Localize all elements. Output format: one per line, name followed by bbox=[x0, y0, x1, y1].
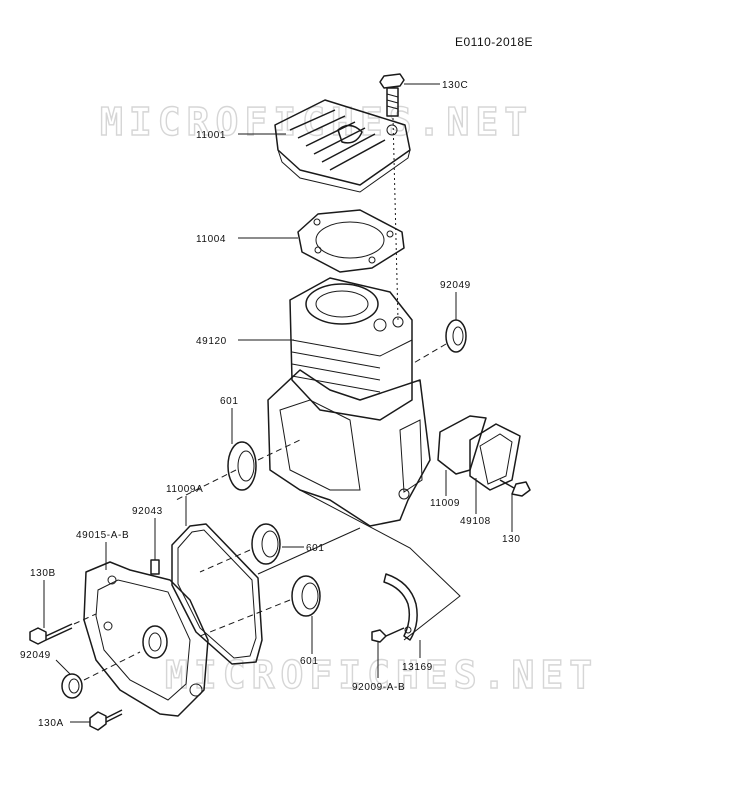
label-49108: 49108 bbox=[460, 516, 491, 527]
label-130b: 130B bbox=[30, 568, 56, 579]
assembly-reference-line bbox=[299, 489, 461, 641]
plate-part bbox=[383, 573, 418, 641]
label-92049-upper: 92049 bbox=[440, 280, 471, 291]
cylinder-head-part bbox=[274, 99, 411, 193]
label-13169: 13169 bbox=[402, 662, 433, 673]
bearing-axis-mid bbox=[199, 549, 251, 573]
label-49120: 49120 bbox=[196, 336, 227, 347]
seal-axis-lower bbox=[83, 651, 141, 681]
label-11004: 11004 bbox=[196, 234, 226, 245]
drawing-code: E0110-2018E bbox=[455, 35, 533, 49]
bearing-upper-part bbox=[227, 441, 257, 491]
label-11009: 11009 bbox=[430, 498, 460, 509]
cylinder-block-part bbox=[267, 277, 431, 527]
label-92049-lower: 92049 bbox=[20, 650, 51, 661]
oil-seal-lower-part bbox=[61, 673, 83, 699]
bolt-axis-line bbox=[392, 117, 399, 321]
bolt-130-part bbox=[499, 479, 531, 497]
label-11001: 11001 bbox=[196, 130, 226, 141]
dowel-pin-part bbox=[150, 559, 160, 575]
bearing-axis-lower bbox=[199, 599, 291, 637]
bolt-130a-part bbox=[89, 709, 123, 731]
bolt-92009-part bbox=[371, 627, 405, 643]
label-92009: 92009-A-B bbox=[352, 682, 405, 693]
label-92043: 92043 bbox=[132, 506, 163, 517]
bearing-lower-part bbox=[291, 575, 321, 617]
oil-seal-upper-part bbox=[445, 319, 467, 353]
label-601-lower: 601 bbox=[300, 656, 319, 667]
bearing-mid-part bbox=[251, 523, 281, 565]
assembly-reference-line-2 bbox=[257, 527, 361, 575]
watermark-bottom: MICROFICHES.NET bbox=[165, 653, 598, 697]
label-130: 130 bbox=[502, 534, 521, 545]
cover-gasket-part bbox=[437, 415, 487, 475]
label-49015: 49015-A-B bbox=[76, 530, 129, 541]
watermark-top: MICROFICHES.NET bbox=[100, 100, 533, 144]
label-11009a: 11009A bbox=[166, 484, 203, 495]
leader-92049-lower bbox=[55, 659, 71, 675]
bolt-130c-part bbox=[379, 73, 405, 117]
head-gasket-part bbox=[297, 209, 405, 273]
seal-axis-upper bbox=[411, 343, 447, 365]
crankcase-cover-part bbox=[83, 561, 209, 717]
label-130c: 130C bbox=[442, 80, 468, 91]
bearing-axis-cover bbox=[175, 469, 237, 501]
bolt-130b-part bbox=[29, 623, 73, 645]
bolt-130b-axis bbox=[73, 613, 97, 625]
label-601-upper: 601 bbox=[220, 396, 239, 407]
breather-cover-part bbox=[469, 423, 521, 491]
crankcase-gasket-part bbox=[171, 523, 263, 665]
label-130a: 130A bbox=[38, 718, 64, 729]
bearing-axis-upper bbox=[257, 439, 301, 461]
